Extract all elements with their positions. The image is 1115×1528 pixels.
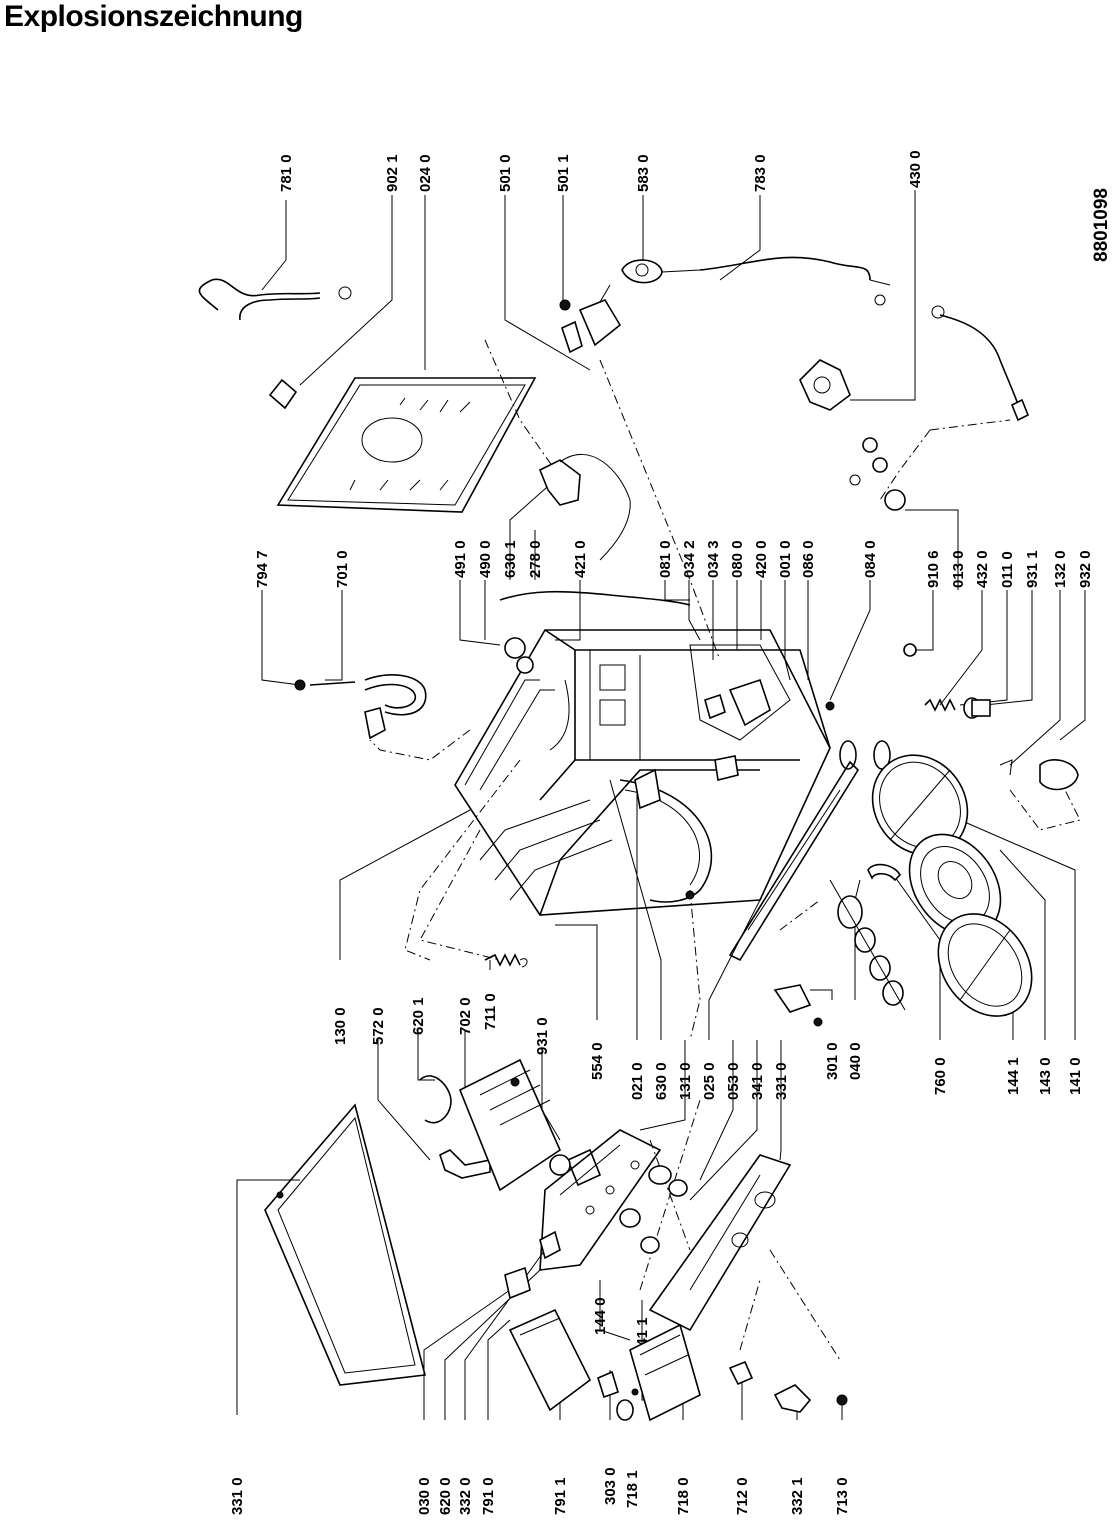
part-331-4 <box>836 1394 848 1406</box>
part-554 <box>566 1148 602 1187</box>
front-panel-301 <box>648 1154 792 1332</box>
part-label: 021 0 <box>629 1062 646 1100</box>
roller-132 <box>963 697 991 719</box>
part-label: 501 0 <box>497 154 514 192</box>
part-label: 331 0 <box>229 1477 246 1515</box>
part-label: 011 0 <box>999 551 1016 588</box>
part-label: 701 0 <box>334 550 351 588</box>
part-label: 025 0 <box>701 1062 718 1100</box>
cover-panel-024 <box>276 377 537 513</box>
handle-620-1 <box>439 1149 491 1179</box>
part-791 <box>504 1266 531 1300</box>
part-label: 620 0 <box>437 1477 454 1515</box>
hinge-130 <box>999 759 1079 791</box>
part-label: 902 1 <box>384 154 401 192</box>
part-label: 630 0 <box>653 1062 670 1100</box>
part-label: 332 0 <box>457 1477 474 1515</box>
part-label: 081 0 <box>657 540 674 578</box>
part-label: 702 0 <box>457 997 474 1035</box>
part-label: 572 0 <box>370 1007 387 1045</box>
part-label: 620 1 <box>410 997 427 1035</box>
door-rings <box>871 754 1033 1017</box>
hose-781 <box>198 278 352 321</box>
part-label: 713 0 <box>834 1477 851 1515</box>
page-title: Explosionszeichnung <box>4 0 303 33</box>
pump-430 <box>799 305 1030 511</box>
cable-783 <box>699 256 891 306</box>
heater-501 <box>559 284 622 354</box>
kickplate <box>728 760 860 962</box>
part-label: 141 0 <box>1067 1057 1084 1095</box>
part-label: 086 0 <box>800 540 817 578</box>
part-332-1 <box>728 1360 754 1386</box>
part-label: 711 0 <box>482 993 499 1030</box>
spring-931 <box>484 953 528 968</box>
thermostat-583 <box>621 259 701 284</box>
part-label: 001 0 <box>777 540 794 578</box>
part-label: 143 0 <box>1037 1057 1054 1095</box>
part-label: 760 0 <box>932 1057 949 1095</box>
part-label: 932 0 <box>1077 550 1094 588</box>
part-label: 030 0 <box>416 1477 433 1515</box>
part-label: 040 0 <box>847 1042 864 1080</box>
part-label: 301 0 <box>824 1042 841 1080</box>
part-label: 132 0 <box>1052 550 1069 588</box>
part-label: 084 0 <box>862 540 879 578</box>
part-label: 024 0 <box>417 154 434 192</box>
part-013 <box>903 643 917 657</box>
hose-ring-432 <box>839 740 891 770</box>
parts <box>198 256 1079 1422</box>
bracket-630-1 <box>538 454 631 561</box>
part-label: 491 0 <box>452 540 469 578</box>
lid-030 <box>264 1103 427 1386</box>
part-label: 080 0 <box>729 540 746 578</box>
cabinet-body <box>454 590 835 916</box>
part-label: 910 6 <box>925 550 942 588</box>
dispenser-711 <box>419 1058 562 1192</box>
part-label: 931 1 <box>1024 550 1041 588</box>
part-label: 718 1 <box>624 1470 641 1508</box>
drawer-712 <box>629 1323 701 1422</box>
part-label: 794 7 <box>254 550 271 588</box>
hose-701 <box>294 674 427 740</box>
part-label: 791 1 <box>552 1477 569 1515</box>
part-label: 144 1 <box>1005 1057 1022 1095</box>
part-label: 781 0 <box>278 154 295 192</box>
part-718 <box>597 1370 634 1421</box>
part-label: 430 0 <box>907 150 924 188</box>
part-label: 034 2 <box>681 540 698 578</box>
part-label: 583 0 <box>635 154 652 192</box>
part-label: 303 0 <box>602 1467 619 1505</box>
part-label: 718 0 <box>675 1477 692 1515</box>
part-label: 421 0 <box>572 540 589 578</box>
part-labels: 781 0 902 1 024 0 501 0 501 1 583 0 783 0 430 0… <box>229 150 1094 1515</box>
spring-931-1 <box>924 698 956 712</box>
knobs <box>619 1165 688 1254</box>
control-panel-620 <box>539 1129 662 1271</box>
part-label: 712 0 <box>734 1477 751 1515</box>
assembly-dash-lines <box>369 339 1081 1361</box>
part-label: 034 3 <box>705 540 722 578</box>
part-label: 783 0 <box>752 154 769 192</box>
part-label: 130 0 <box>332 1007 349 1045</box>
part-label: 931 0 <box>534 1017 551 1055</box>
part-label: 332 1 <box>789 1477 806 1515</box>
part-713 <box>773 1384 812 1413</box>
part-label: 554 0 <box>589 1042 606 1080</box>
part-label: 432 0 <box>974 550 991 588</box>
part-label: 791 0 <box>480 1477 497 1515</box>
part-label: 490 0 <box>477 540 494 578</box>
part-label: 501 1 <box>555 154 572 192</box>
clip-902 <box>268 378 298 410</box>
motor-760 <box>773 879 906 1027</box>
part-label: 420 0 <box>753 540 770 578</box>
filter-303 <box>508 1308 592 1412</box>
part-144-1 <box>867 863 901 882</box>
